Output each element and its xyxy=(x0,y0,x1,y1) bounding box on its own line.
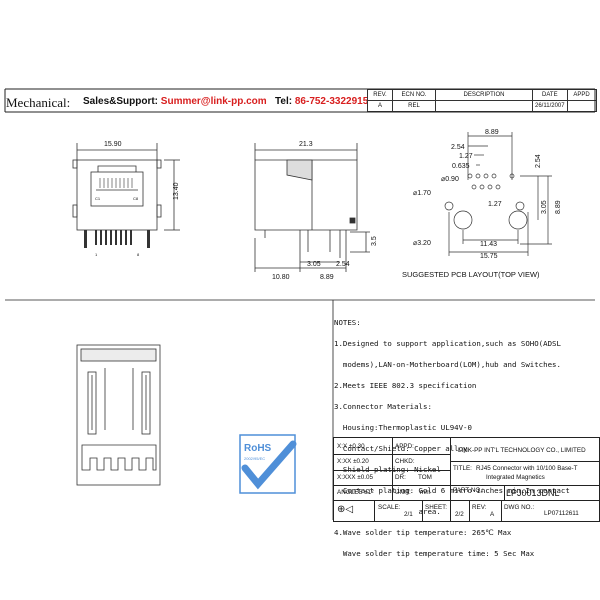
pcb-layout-caption: SUGGESTED PCB LAYOUT(TOP VIEW) xyxy=(402,270,540,279)
pcb-dim-889-right: 8.89 xyxy=(555,200,562,214)
front-c1-label: C1 xyxy=(95,196,101,201)
appd-label: APPD: xyxy=(395,443,414,450)
title-line-2: Integrated Magnetics xyxy=(486,474,545,481)
scale-label: SCALE: xyxy=(378,504,401,511)
note-line: Wave solder tip temperature time: 5 Sec … xyxy=(334,548,535,558)
note-line: Housing:Thermoplastic UL94V-0 xyxy=(334,422,472,432)
part-no-value: LPJ0013DNL xyxy=(506,488,560,498)
pcb-layout-drawing xyxy=(444,132,552,256)
dr-name: TOM xyxy=(418,474,432,481)
pcb-dim-1143: 11.43 xyxy=(480,241,497,248)
projection-icon: ⊕◁ xyxy=(337,504,354,515)
note-line: 2.Meets IEEE 802.3 specification xyxy=(334,380,477,390)
front-view-drawing xyxy=(72,143,180,248)
appd-value xyxy=(566,100,597,112)
appd-header: APPD xyxy=(566,89,597,101)
pcb-dim-127-top: 1.27 xyxy=(459,153,473,160)
sales-email: Summer@link-pp.com xyxy=(160,96,267,107)
note-line: area. xyxy=(334,506,441,516)
chkd-label: CHKD: xyxy=(395,458,415,465)
notes-block: NOTES: 1.Designed to support application… xyxy=(334,307,570,570)
scale-value: 2/1 xyxy=(404,511,413,518)
title-block: X:X ±0.30 X:XX ±0.20 X:XXX ±0.05 ANGLES … xyxy=(333,437,600,522)
sheet-value: 2/2 xyxy=(455,511,464,518)
rohs-label: RoHS xyxy=(244,443,272,454)
dwg-no-label: DWG NO.: xyxy=(504,504,535,511)
revision-table: REV. ECN NO. DESCRIPTION DATE APPD A REL… xyxy=(367,89,597,112)
side-dim-889: 8.89 xyxy=(320,274,334,281)
dr-label: DR: xyxy=(395,474,406,481)
title-line-1: RJ45 Connector with 10/100 Base-T xyxy=(476,465,578,472)
note-line: 4.Wave solder tip temperature: 265℃ Max xyxy=(334,527,512,537)
pcb-dim-254-top: 2.54 xyxy=(451,144,465,151)
company-name: LINK-PP INT'L TECHNOLOGY CO., LIMITED xyxy=(458,447,586,454)
part-no-label: PART NO.: xyxy=(453,487,484,494)
pcb-dim-0635: 0.635 xyxy=(452,163,470,170)
unit-label: UNIT: xyxy=(395,489,411,496)
pcb-dim-889-top: 8.89 xyxy=(485,129,499,136)
front-width-dim: 15.90 xyxy=(104,141,122,148)
front-pin1-label: 1 xyxy=(95,252,98,257)
note-line: Contact/Shield: Copper alloy xyxy=(334,443,468,453)
tel-label: Tel: xyxy=(275,96,293,107)
note-line: Shield plating: Nickel xyxy=(334,464,441,474)
pcb-dim-254-right: 2.54 xyxy=(535,154,542,168)
title-label: TITLE: xyxy=(453,465,472,472)
tol-xx: X:XX ±0.20 xyxy=(337,458,369,465)
rev-value: A xyxy=(490,511,495,518)
note-line: Contact plating: Gold 6 micro-inches min… xyxy=(334,485,570,495)
side-dim-254: 2.54 xyxy=(336,261,350,268)
side-length-dim: 21.3 xyxy=(299,141,313,148)
rev-label: REV: xyxy=(472,504,487,511)
sales-support-line: Sales&Support: Summer@link-pp.com Tel: 8… xyxy=(83,96,368,107)
dwg-no-value: LP07112611 xyxy=(544,510,579,517)
tol-xxx: X:XXX ±0.05 xyxy=(337,474,374,481)
pcb-hole-090: ⌀0.90 xyxy=(441,176,459,183)
notes-title: NOTES: xyxy=(334,317,361,327)
front-pin8-label: 8 xyxy=(137,252,140,257)
note-line: 1.Designed to support application,such a… xyxy=(334,338,561,348)
pcb-dim-305: 3.05 xyxy=(541,200,548,214)
rohs-logo xyxy=(239,434,297,494)
bottom-view-drawing xyxy=(76,344,161,486)
mechanical-label: Mechanical: xyxy=(6,95,71,110)
pcb-hole-320: ⌀3.20 xyxy=(413,240,431,247)
angles: ANGLES ±1° xyxy=(337,489,374,496)
unit-value: mm xyxy=(420,489,431,496)
rohs-sub: 2002/95/EC xyxy=(244,456,265,461)
tol-x: X:X ±0.30 xyxy=(337,443,365,450)
pcb-dim-1575: 15.75 xyxy=(480,253,498,260)
note-line: 3.Connector Materials: xyxy=(334,401,432,411)
side-dim-305: 3.05 xyxy=(307,261,321,268)
sheet-label: SHEET: xyxy=(425,504,448,511)
ecn-value: REL xyxy=(392,100,436,112)
sales-label: Sales&Support: xyxy=(83,96,159,107)
date-value: 26/11/2007 xyxy=(532,100,568,112)
note-line: modems),LAN-on-Motherboard(LOM),hub and … xyxy=(334,359,561,369)
side-dim-1080: 10.80 xyxy=(272,274,290,281)
pcb-dim-127-mid: 1.27 xyxy=(488,201,502,208)
tel-number: 86-752-3322915 xyxy=(294,96,369,107)
description-value xyxy=(435,100,533,112)
pcb-hole-170: ⌀1.70 xyxy=(413,190,431,197)
side-view-drawing xyxy=(254,143,370,272)
side-dim-35: 3.5 xyxy=(371,236,378,246)
front-c8-label: C8 xyxy=(133,196,139,201)
front-height-dim: 13.40 xyxy=(173,182,180,200)
